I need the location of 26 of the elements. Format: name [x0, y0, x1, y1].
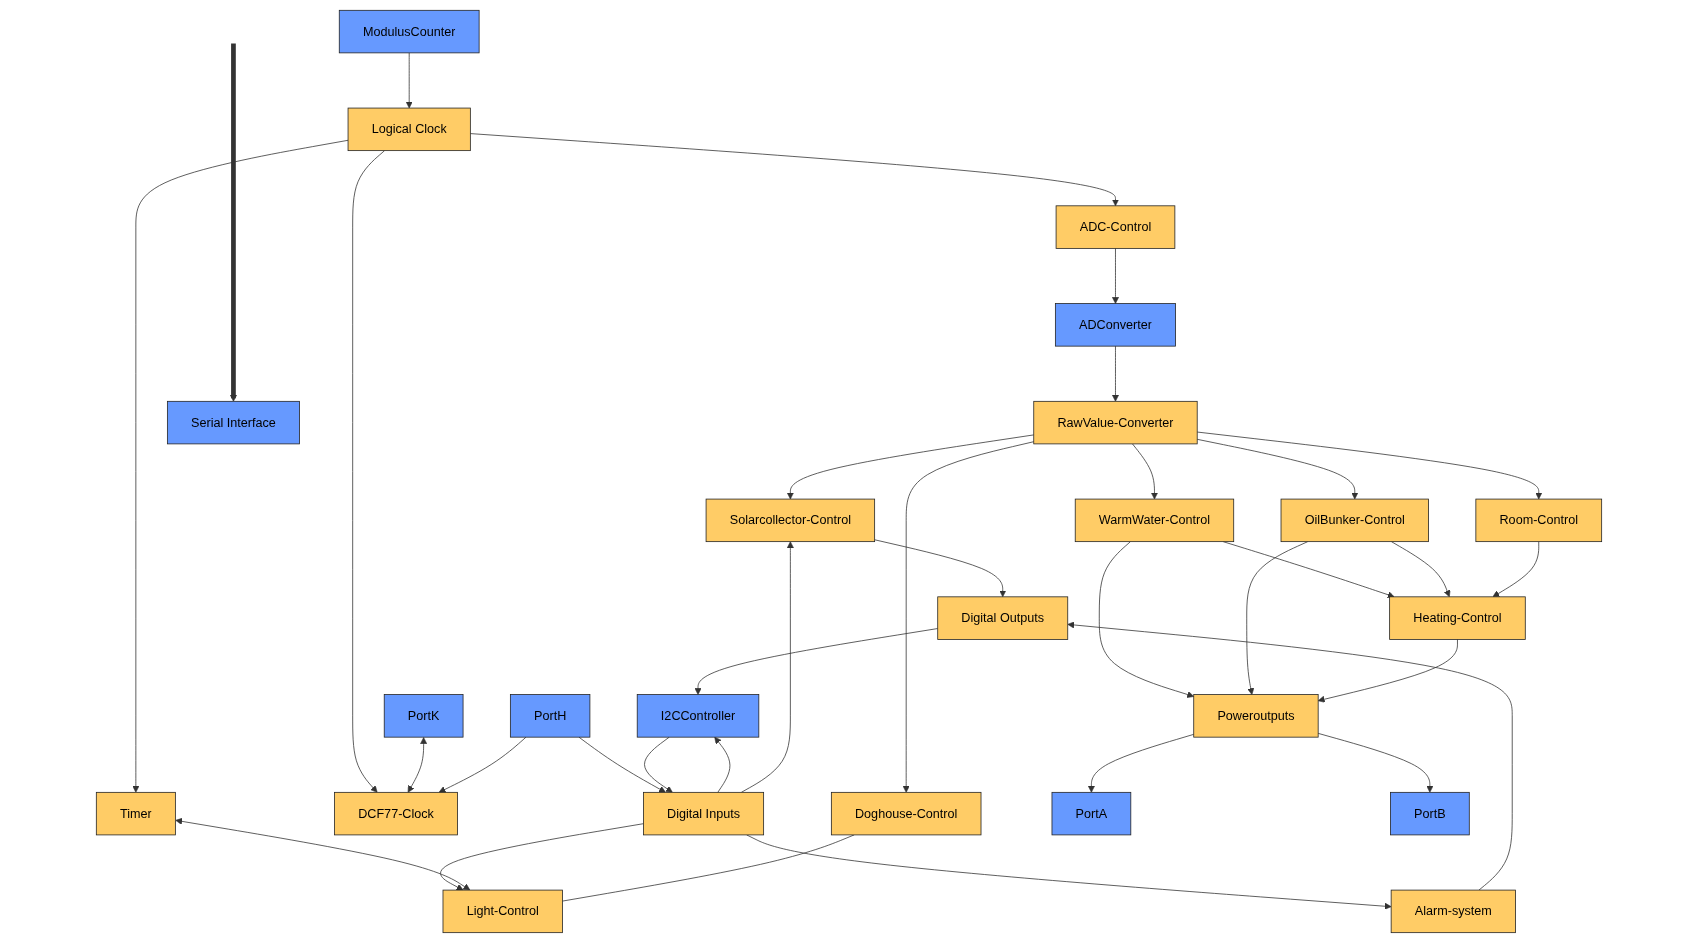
node-box: ADC-Control: [1055, 204, 1176, 249]
node-box: Heating-Control: [1389, 595, 1526, 640]
node-box: Solarcollector-Control: [705, 498, 876, 542]
node-box: PortA: [1051, 791, 1132, 835]
node-box: Alarm-system: [1390, 889, 1516, 933]
node-box: WarmWater-Control: [1074, 498, 1235, 542]
node-box: DCF77-Clock: [334, 791, 458, 835]
node-box: Timer: [95, 791, 176, 835]
node-box: Room-Control: [1475, 498, 1603, 542]
node-box: PortB: [1390, 791, 1470, 835]
node-box: Poweroutputs: [1193, 693, 1319, 738]
node-box: RawValue-Converter: [1033, 400, 1198, 444]
node-box: Digital Outputs: [937, 595, 1069, 640]
node-box: PortH: [509, 693, 591, 738]
connector: [562, 834, 855, 901]
node-box: Logical Clock: [347, 107, 471, 151]
node-box: PortK: [383, 693, 464, 738]
node-box: Light-Control: [442, 889, 563, 933]
arrow: [230, 42, 237, 402]
node-box: OilBunker-Control: [1280, 498, 1429, 542]
node-box: Doghouse-Control: [830, 791, 982, 835]
node-box: Serial Interface: [167, 400, 300, 444]
node-box: ADConverter: [1054, 302, 1176, 347]
node-box: ModulusCounter: [338, 9, 480, 53]
node-box: Digital Inputs: [643, 791, 765, 835]
node-box: I2CController: [636, 693, 760, 738]
